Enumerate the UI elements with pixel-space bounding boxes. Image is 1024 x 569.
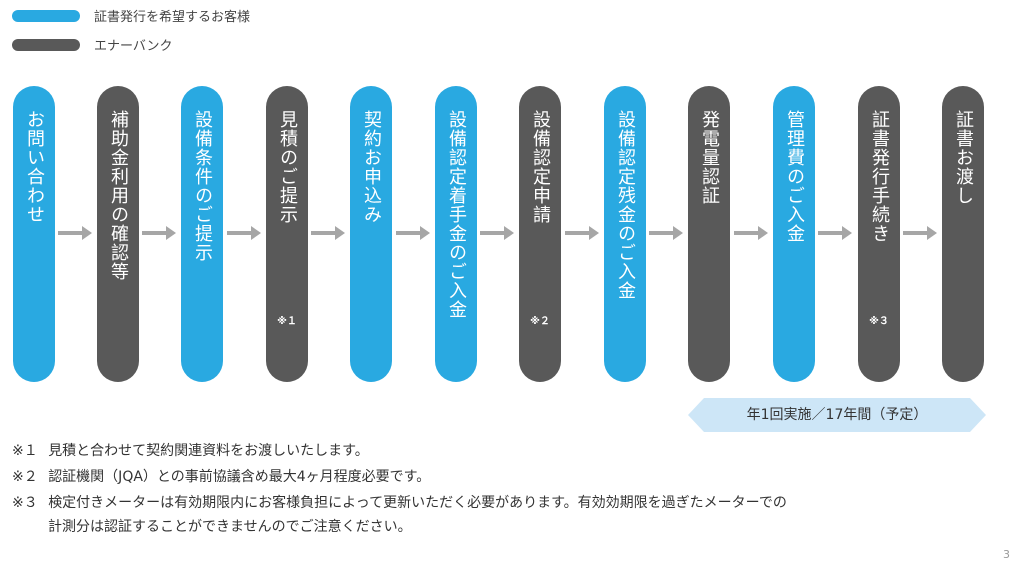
arrow-right-icon bbox=[818, 226, 852, 240]
note-3-continuation: 計測分は認証することができませんのでご注意ください。 bbox=[48, 519, 412, 535]
legend-swatch-customer bbox=[12, 9, 80, 22]
arrow-right-icon bbox=[903, 226, 937, 240]
note-2: ※２ 認証機関（JQA）との事前協議含め最大4ヶ月程度必要です。 bbox=[12, 466, 430, 486]
step-label: 管理費のご入金 bbox=[784, 110, 805, 243]
step-note: ※３ bbox=[869, 316, 889, 327]
step-certificate-issuance: 証書発行手続き ※３ bbox=[858, 86, 900, 382]
step-note: ※２ bbox=[530, 316, 550, 327]
period-label: 年1回実施／17年間（予定） bbox=[746, 407, 928, 423]
step-subsidy-check: 補助金利用の確認等 bbox=[97, 86, 139, 382]
period-banner bbox=[688, 398, 986, 432]
legend-label-enerbank: エナーバンク bbox=[94, 39, 173, 54]
legend-label-customer: 証書発行を希望するお客様 bbox=[94, 10, 251, 25]
page-number: 3 bbox=[1003, 548, 1010, 561]
step-equipment-conditions: 設備条件のご提示 bbox=[181, 86, 223, 382]
legend-swatch-enerbank bbox=[12, 38, 80, 51]
step-label: 契約お申込み bbox=[361, 110, 382, 224]
step-generation-certification: 発電量認証 bbox=[688, 86, 730, 382]
arrow-right-icon bbox=[142, 226, 176, 240]
step-contract-application: 契約お申込み bbox=[350, 86, 392, 382]
arrow-right-icon bbox=[565, 226, 599, 240]
step-balance-payment: 設備認定残金のご入金 bbox=[604, 86, 646, 382]
step-label: 設備認定申請 bbox=[530, 110, 551, 224]
step-certificate-delivery: 証書お渡し bbox=[942, 86, 984, 382]
step-label: 見積のご提示 bbox=[277, 110, 298, 224]
note-text: 検定付きメーターは有効期限内にお客様負担によって更新いただく必要があります。有効… bbox=[48, 495, 787, 511]
arrow-right-icon bbox=[58, 226, 92, 240]
step-deposit-payment: 設備認定着手金のご入金 bbox=[435, 86, 477, 382]
note-mark: ※３ bbox=[12, 495, 38, 511]
note-mark: ※１ bbox=[12, 443, 38, 459]
step-management-fee: 管理費のご入金 bbox=[773, 86, 815, 382]
step-label: 補助金利用の確認等 bbox=[108, 110, 129, 281]
step-label: 設備認定残金のご入金 bbox=[615, 110, 636, 300]
step-label: 証書発行手続き bbox=[869, 110, 890, 243]
step-quotation: 見積のご提示 ※１ bbox=[266, 86, 308, 382]
legend-customer: 証書発行を希望するお客様 bbox=[12, 6, 250, 25]
note-text: 認証機関（JQA）との事前協議含め最大4ヶ月程度必要です。 bbox=[48, 469, 431, 485]
arrow-right-icon bbox=[227, 226, 261, 240]
note-3: ※３ 検定付きメーターは有効期限内にお客様負担によって更新いただく必要があります… bbox=[12, 492, 787, 512]
step-label: 発電量認証 bbox=[699, 110, 720, 205]
step-note: ※１ bbox=[277, 316, 297, 327]
note-mark: ※２ bbox=[12, 469, 38, 485]
arrow-right-icon bbox=[311, 226, 345, 240]
step-label: お問い合わせ bbox=[24, 110, 45, 224]
legend-enerbank: エナーバンク bbox=[12, 35, 173, 54]
step-certification-application: 設備認定申請 ※２ bbox=[519, 86, 561, 382]
step-inquiry: お問い合わせ bbox=[13, 86, 55, 382]
arrow-right-icon bbox=[396, 226, 430, 240]
arrow-right-icon bbox=[734, 226, 768, 240]
note-1: ※１ 見積と合わせて契約関連資料をお渡しいたします。 bbox=[12, 440, 369, 460]
step-label: 証書お渡し bbox=[953, 110, 974, 205]
arrow-right-icon bbox=[480, 226, 514, 240]
step-label: 設備認定着手金のご入金 bbox=[446, 110, 467, 319]
arrow-right-icon bbox=[649, 226, 683, 240]
note-text: 見積と合わせて契約関連資料をお渡しいたします。 bbox=[48, 443, 369, 459]
step-label: 設備条件のご提示 bbox=[192, 110, 213, 262]
